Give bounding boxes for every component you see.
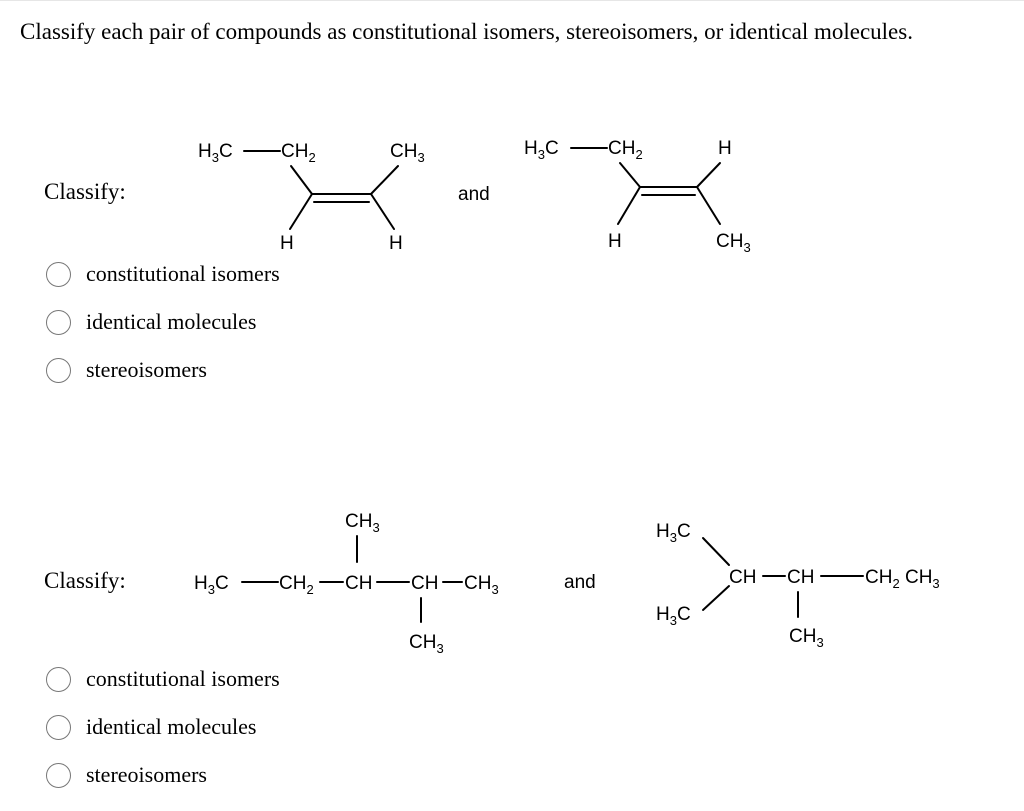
mol-1b-ethyl-label: H3C (524, 138, 559, 162)
radio-button[interactable] (46, 715, 71, 740)
mol-2b-branch-top: H3C (656, 521, 691, 545)
connector-and-1: and (458, 184, 490, 205)
mol-1b-ch3-label: CH3 (716, 231, 751, 255)
mol-2b-main-chain: CH (729, 567, 756, 588)
classify-label-2: Classify: (44, 568, 126, 593)
classify-label-1: Classify: (44, 179, 126, 204)
mol-2b-branch-lower: CH3 (789, 626, 824, 650)
mol-1b-h-top: H (718, 138, 732, 159)
svg-text:CH2: CH2 (608, 138, 643, 162)
mol-1a-h-left: H (280, 233, 294, 254)
radio-button[interactable] (46, 310, 71, 335)
molecule-2b: H3C H3C CH CH CH2 CH3 CH3 (656, 521, 940, 650)
molecule-2a: CH3 H3C CH2 CH CH CH3 CH3 (194, 511, 499, 656)
svg-text:CH: CH (411, 573, 438, 594)
mol-2a-main-chain: H3C (194, 573, 229, 597)
mol-2a-branch-top: CH3 (345, 511, 380, 535)
radio-button[interactable] (46, 667, 71, 692)
svg-text:CH3: CH3 (464, 573, 499, 597)
mol-1b-h-bottom: H (608, 231, 622, 252)
svg-text:CH2 CH3: CH2 CH3 (865, 567, 940, 591)
molecule-1b: H3C CH2 H H CH3 (524, 138, 751, 255)
mol-2a-branch-bottom: CH3 (409, 632, 444, 656)
mol-2b-branch-bottom: H3C (656, 604, 691, 628)
molecule-1a: H3C CH2 CH3 H H (198, 141, 425, 254)
top-divider (0, 0, 1024, 1)
svg-text:CH2: CH2 (279, 573, 314, 597)
svg-text:CH: CH (787, 567, 814, 588)
radio-button[interactable] (46, 358, 71, 383)
connector-and-2: and (564, 572, 596, 593)
radio-button[interactable] (46, 763, 71, 788)
mol-1a-h-right: H (389, 233, 403, 254)
radio-button[interactable] (46, 262, 71, 287)
svg-text:CH: CH (345, 573, 372, 594)
mol-1a-ch3-label: CH3 (390, 141, 425, 165)
mol-1a-ethyl-label: H3C (198, 141, 233, 165)
instruction-text: Classify each pair of compounds as const… (20, 19, 913, 44)
svg-text:CH2: CH2 (281, 141, 316, 165)
